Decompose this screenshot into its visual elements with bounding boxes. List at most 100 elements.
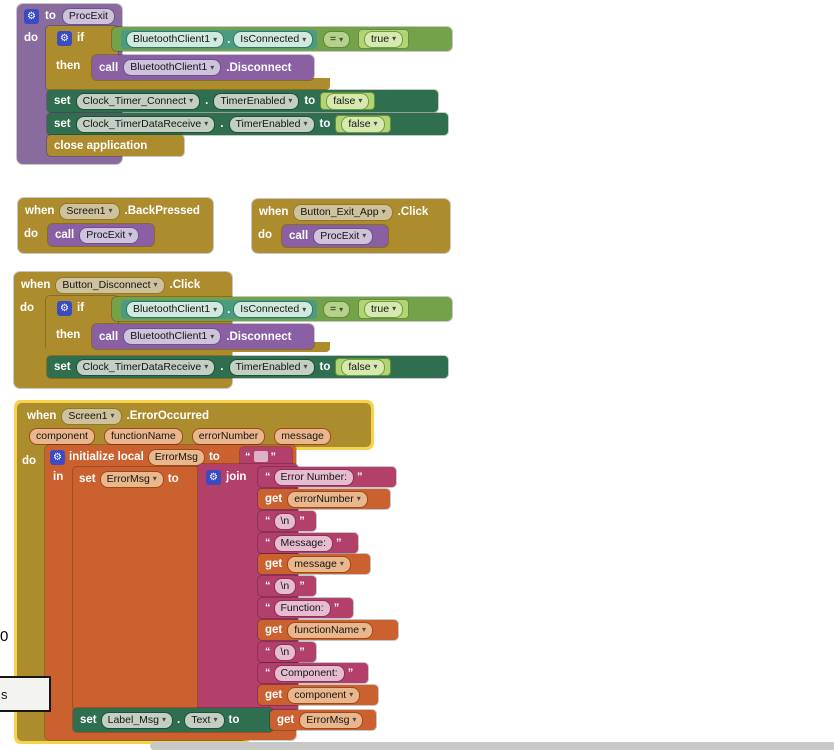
boolean-dropdown[interactable]: true▾ [364, 300, 404, 318]
event-param-pill[interactable]: component [29, 427, 95, 445]
text-string-block[interactable]: “ \n ” [258, 642, 316, 662]
empty-string-field[interactable] [253, 451, 268, 462]
false-block[interactable]: false▾ [320, 92, 376, 110]
horizontal-scrollbar[interactable] [150, 742, 834, 750]
component-dropdown[interactable]: Clock_Timer_Connect▾ [75, 92, 201, 110]
set-property-block[interactable]: set Label_Msg▾ . Text▾ to [73, 708, 273, 732]
call-label: call [289, 230, 309, 242]
get-variable-block[interactable]: get errorNumber▾ [258, 489, 390, 509]
mutator-gear-icon[interactable]: ⚙ [50, 449, 65, 465]
variable-dropdown[interactable]: ErrorMsg▾ [99, 470, 164, 488]
call-procedure-block[interactable]: call ProcExit▾ [48, 224, 154, 246]
text-string-block[interactable]: “ Message: ” [258, 533, 358, 553]
set-variable-block[interactable] [73, 467, 203, 710]
do-label: do [24, 32, 39, 44]
call-procedure-block[interactable]: call ProcExit▾ [282, 225, 388, 247]
dropdown-arrow-icon: ▾ [362, 231, 367, 240]
if-label: if [77, 32, 85, 44]
string-field[interactable]: Error Number: [273, 468, 355, 486]
text-string-block[interactable]: “ Component: ” [258, 663, 368, 683]
dropdown-arrow-icon: ▾ [162, 715, 167, 724]
event-param-pill[interactable]: functionName [103, 427, 183, 445]
component-property-getter-block[interactable]: BluetoothClient1▾ . IsConnected▾ [121, 30, 317, 49]
boolean-dropdown[interactable]: false▾ [341, 115, 385, 133]
string-field[interactable]: Message: [273, 534, 334, 552]
operator-dropdown[interactable]: =▾ [323, 301, 351, 318]
component-dropdown[interactable]: Clock_TimerDataReceive▾ [75, 358, 216, 376]
call-method-block[interactable]: call BluetoothClient1▾ .Disconnect [92, 55, 314, 80]
empty-string-block[interactable]: “ ” [240, 447, 292, 466]
get-variable-block[interactable]: get message▾ [258, 554, 370, 574]
boolean-dropdown[interactable]: false▾ [326, 92, 370, 110]
property-dropdown[interactable]: IsConnected▾ [233, 31, 314, 48]
procedure-name-field[interactable]: ProcExit [61, 7, 115, 25]
dropdown-arrow-icon: ▾ [110, 411, 115, 420]
false-block[interactable]: false▾ [335, 115, 391, 133]
mutator-gear-icon[interactable]: ⚙ [57, 30, 72, 46]
mutator-gear-icon[interactable]: ⚙ [206, 469, 221, 485]
mutator-gear-icon[interactable]: ⚙ [57, 300, 72, 316]
component-dropdown[interactable]: Button_Exit_App▾ [293, 203, 393, 221]
component-dropdown[interactable]: Button_Disconnect▾ [55, 276, 165, 294]
false-block[interactable]: false▾ [335, 358, 391, 376]
close-application-block[interactable]: close application [47, 135, 184, 156]
operator-dropdown[interactable]: =▾ [323, 31, 351, 48]
boolean-dropdown[interactable]: false▾ [341, 358, 385, 376]
property-dropdown[interactable]: IsConnected▾ [233, 301, 314, 318]
component-dropdown[interactable]: BluetoothClient1▾ [126, 301, 225, 318]
event-param-pill[interactable]: message [274, 427, 331, 445]
call-method-block[interactable]: call BluetoothClient1▾ .Disconnect [92, 324, 314, 349]
text-string-block[interactable]: “ Function: ” [258, 598, 353, 618]
set-property-block[interactable]: set Clock_TimerDataReceive▾ . TimerEnabl… [47, 356, 448, 378]
set-property-block[interactable]: set Clock_TimerDataReceive▾ . TimerEnabl… [47, 113, 448, 135]
dropdown-arrow-icon: ▾ [373, 362, 378, 371]
component-dropdown[interactable]: Screen1▾ [59, 202, 120, 220]
property-dropdown[interactable]: TimerEnabled▾ [228, 115, 315, 133]
string-field[interactable]: Component: [273, 664, 345, 682]
text-string-block[interactable]: “ \n ” [258, 576, 316, 596]
string-field[interactable]: \n [273, 577, 297, 595]
get-variable-block[interactable]: get component▾ [258, 685, 378, 705]
set-property-block[interactable]: set Clock_Timer_Connect▾ . TimerEnabled▾… [47, 90, 438, 112]
variable-dropdown[interactable]: functionName▾ [287, 621, 374, 639]
variable-dropdown[interactable]: component▾ [287, 686, 361, 704]
dropdown-arrow-icon: ▾ [352, 715, 357, 724]
true-block[interactable]: true▾ [358, 29, 410, 49]
get-variable-block[interactable]: get functionName▾ [258, 620, 398, 640]
property-dropdown[interactable]: Text▾ [184, 711, 225, 729]
do-label: do [24, 228, 39, 240]
property-dropdown[interactable]: TimerEnabled▾ [213, 92, 300, 110]
dropdown-arrow-icon: ▾ [339, 34, 344, 44]
component-dropdown[interactable]: BluetoothClient1▾ [123, 59, 222, 76]
mutator-gear-icon[interactable]: ⚙ [24, 8, 39, 24]
boolean-dropdown[interactable]: true▾ [364, 30, 404, 48]
string-field[interactable]: Function: [273, 599, 331, 617]
local-variable-field[interactable]: ErrorMsg [147, 448, 205, 466]
if-block-bottom[interactable] [46, 78, 330, 90]
procedure-dropdown[interactable]: ProcExit▾ [313, 227, 374, 245]
variable-dropdown[interactable]: message▾ [287, 555, 351, 573]
text-string-block[interactable]: “ Error Number: ” [258, 467, 396, 487]
dot-label: . [220, 361, 224, 373]
text-string-block[interactable]: “ \n ” [258, 511, 316, 531]
quote-icon: ” [299, 515, 305, 527]
variable-dropdown[interactable]: errorNumber▾ [287, 490, 368, 508]
component-dropdown[interactable]: BluetoothClient1▾ [126, 31, 225, 48]
component-dropdown[interactable]: Clock_TimerDataReceive▾ [75, 115, 216, 133]
component-dropdown[interactable]: Screen1▾ [61, 407, 122, 425]
get-variable-block[interactable]: get ErrorMsg▾ [270, 710, 376, 730]
component-dropdown[interactable]: BluetoothClient1▾ [123, 328, 222, 345]
dropdown-arrow-icon: ▾ [204, 119, 209, 128]
procedure-dropdown[interactable]: ProcExit▾ [79, 226, 140, 244]
event-param-pill[interactable]: errorNumber [191, 427, 266, 445]
variable-dropdown[interactable]: ErrorMsg▾ [299, 711, 364, 729]
component-property-getter-block[interactable]: BluetoothClient1▾ . IsConnected▾ [121, 300, 317, 319]
string-field[interactable]: \n [273, 643, 297, 661]
get-label: get [265, 624, 283, 636]
if-label: if [77, 302, 85, 314]
true-block[interactable]: true▾ [358, 299, 410, 319]
property-dropdown[interactable]: TimerEnabled▾ [228, 358, 315, 376]
cropped-button-artifact[interactable]: s [0, 676, 51, 712]
string-field[interactable]: \n [273, 512, 297, 530]
component-dropdown[interactable]: Label_Msg▾ [100, 711, 174, 729]
